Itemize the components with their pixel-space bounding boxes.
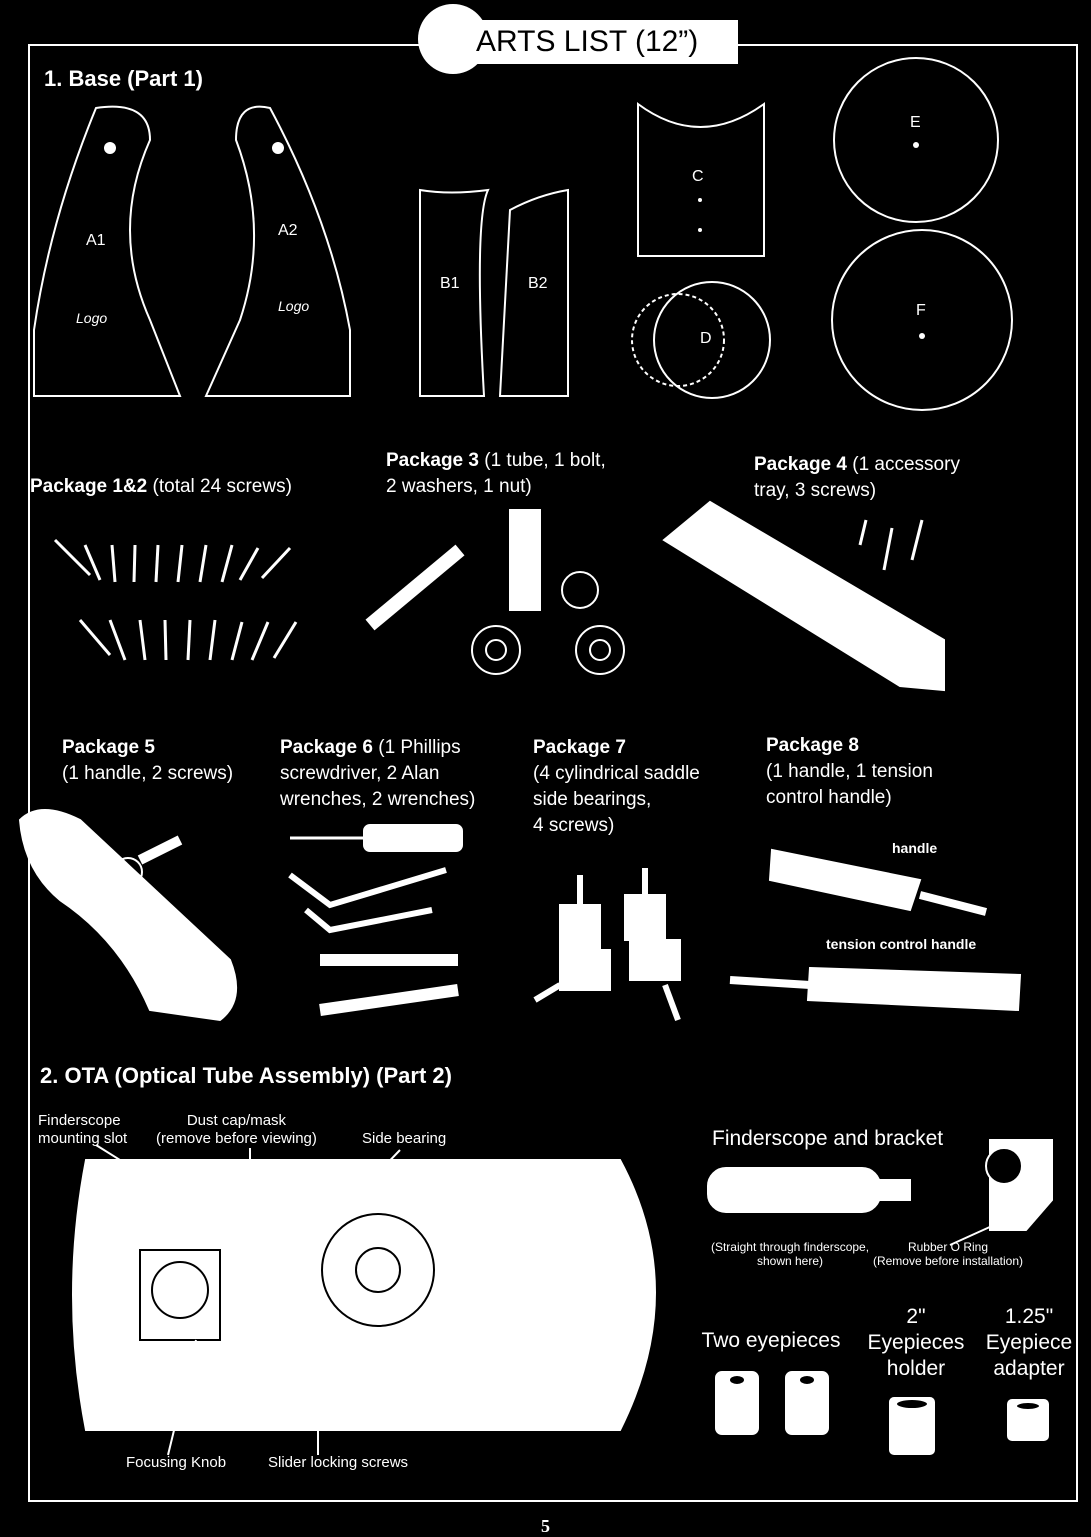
two-eyepieces-label: Two eyepieces — [701, 1329, 841, 1352]
part-c-label: C — [692, 168, 704, 185]
finder-note-1: (Straight through finderscope, — [710, 1240, 870, 1254]
dust-cap-label-2: (remove before viewing) — [156, 1130, 317, 1147]
page-number: 5 — [541, 1516, 550, 1536]
finder-slot-label: Finderscope mounting slot — [38, 1112, 127, 1148]
package-8-tension-label: tension control handle — [826, 936, 977, 952]
package-8-desc2: control handle) — [766, 787, 892, 808]
package-6-name: Package 6 — [280, 737, 373, 758]
package-5-name: Package 5 — [62, 737, 155, 758]
package-8-name: Package 8 — [766, 735, 859, 756]
adapter-label: 1.25" Eyepiece adapter — [976, 1304, 1082, 1382]
package-6-desc1: (1 Phillips — [378, 737, 461, 758]
package-7-name: Package 7 — [533, 737, 626, 758]
package-5-caption: Package 5 (1 handle, 2 screws) — [62, 735, 233, 787]
adapter-label-3: adapter — [993, 1357, 1065, 1380]
side-bearing-label: Side bearing — [362, 1130, 447, 1147]
part-a1-label: A1 — [86, 232, 106, 249]
package-4-name: Package 4 — [754, 454, 847, 475]
holder-label: 2" Eyepieces holder — [860, 1304, 972, 1382]
section-base-heading: 1. Base (Part 1) — [44, 66, 203, 91]
logo-label-1: Logo — [76, 310, 108, 326]
screws-row-1 — [53, 538, 292, 583]
part-e-label: E — [910, 114, 921, 131]
part-d-label: D — [700, 330, 712, 347]
part-f-label: F — [916, 302, 926, 319]
package-8-caption: Package 8 (1 handle, 1 tension control h… — [766, 733, 933, 811]
finder-slot-label-1: Finderscope — [38, 1112, 121, 1129]
package-3-desc2: 2 washers, 1 nut) — [386, 476, 532, 497]
page-title: ARTS LIST (12”) — [468, 20, 738, 64]
dust-cap-label-1: Dust cap/mask — [186, 1112, 287, 1129]
focus-knob-label: Focusing Knob — [126, 1454, 227, 1471]
package-4-desc2: tray, 3 screws) — [754, 480, 877, 501]
part-a2-label: A2 — [278, 222, 298, 239]
package-12-caption: Package 1&2 (total 24 screws) — [30, 474, 292, 500]
holder-label-3: holder — [886, 1357, 946, 1380]
part-b2-label: B2 — [528, 275, 548, 292]
package-8-desc1: (1 handle, 1 tension — [766, 761, 933, 782]
package-5-desc1: (1 handle, 2 screws) — [62, 763, 234, 784]
package-8-handle-label: handle — [892, 840, 938, 856]
finder-note-2: shown here) — [756, 1254, 824, 1268]
holder-label-1: 2" — [906, 1305, 926, 1328]
holder-label-2: Eyepieces — [867, 1331, 965, 1354]
package-12-name: Package 1&2 — [30, 476, 148, 497]
package-6-desc3: wrenches, 2 wrenches) — [280, 789, 476, 810]
finder-note: (Straight through finderscope, shown her… — [700, 1240, 880, 1268]
package-7-desc2: side bearings, — [533, 789, 652, 810]
package-3-name: Package 3 — [386, 450, 479, 471]
rubber-ring-note: Rubber O Ring (Remove before installatio… — [868, 1240, 1028, 1268]
package-7-desc3: 4 screws) — [533, 815, 615, 836]
package-12-desc: (total 24 screws) — [152, 476, 292, 497]
package-3-desc1: (1 tube, 1 bolt, — [484, 450, 606, 471]
package-4-desc1: (1 accessory — [852, 454, 960, 475]
dust-cap-label: Dust cap/mask (remove before viewing) — [156, 1112, 317, 1148]
rubber-ring-note-2: (Remove before installation) — [872, 1254, 1024, 1268]
rubber-ring-note-1: Rubber O Ring — [907, 1240, 989, 1254]
adapter-label-2: Eyepiece — [985, 1331, 1073, 1354]
slider-screws-label: Slider locking screws — [268, 1454, 409, 1471]
package-3-caption: Package 3 (1 tube, 1 bolt, 2 washers, 1 … — [386, 448, 606, 500]
package-4-caption: Package 4 (1 accessory tray, 3 screws) — [754, 452, 960, 504]
part-b1-label: B1 — [440, 275, 460, 292]
adapter-label-1: 1.25" — [1004, 1305, 1054, 1328]
finder-title: Finderscope and bracket — [712, 1127, 944, 1150]
package-6-caption: Package 6 (1 Phillips screwdriver, 2 Ala… — [280, 735, 475, 813]
section-ota-heading: 2. OTA (Optical Tube Assembly) (Part 2) — [40, 1063, 452, 1088]
package-6-desc2: screwdriver, 2 Alan — [280, 763, 440, 784]
package-7-desc1: (4 cylindrical saddle — [533, 763, 700, 784]
logo-label-2: Logo — [278, 298, 310, 314]
finder-slot-label-2: mounting slot — [38, 1130, 128, 1147]
package-7-caption: Package 7 (4 cylindrical saddle side bea… — [533, 735, 700, 839]
